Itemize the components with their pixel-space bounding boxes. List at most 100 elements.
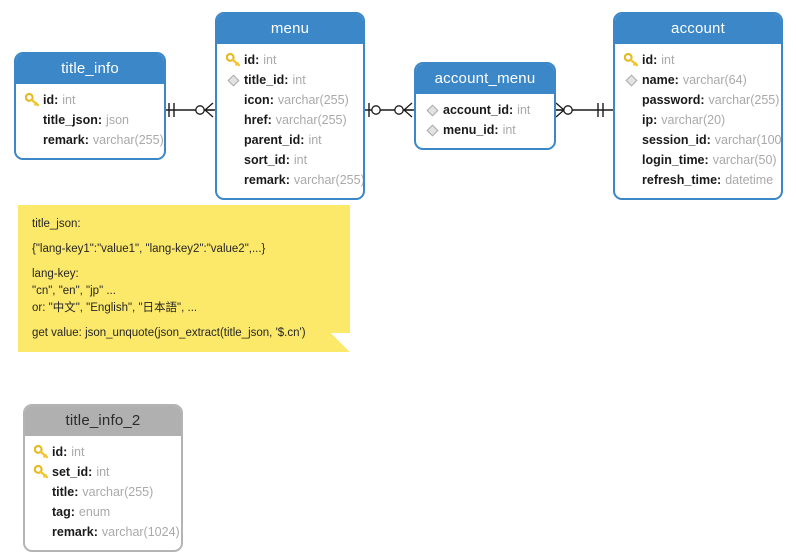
entity-account_menu[interactable]: account_menu account_id: int menu_id: in…	[414, 62, 556, 150]
field-row[interactable]: account_id: int	[416, 100, 554, 120]
field-type: varchar(50)	[712, 153, 777, 167]
entity-title_info[interactable]: title_info id: int title_json: json rema…	[14, 52, 166, 160]
no-key-icon	[24, 112, 41, 128]
field-name: account_id	[443, 103, 509, 117]
field-name: remark	[52, 525, 94, 539]
field-name: ip	[642, 113, 654, 127]
field-row[interactable]: password: varchar(255)	[615, 90, 781, 110]
relationship-menu-account_menu	[364, 102, 420, 118]
entity-account[interactable]: account id: int name: varchar(64)	[613, 12, 783, 200]
field-colon: :	[63, 445, 68, 459]
field-row[interactable]: remark: varchar(255)	[16, 130, 164, 150]
field-colon: :	[494, 123, 499, 137]
note-line: "cn", "en", "jp" ...	[32, 285, 116, 297]
field-row[interactable]: id: int	[16, 90, 164, 110]
entity-title_info_2-header: title_info_2	[25, 406, 181, 436]
no-key-icon	[24, 132, 41, 148]
field-type: int	[517, 103, 531, 117]
no-key-icon	[225, 92, 242, 108]
field-name: id	[244, 53, 256, 67]
no-key-icon	[623, 152, 640, 168]
field-colon: :	[509, 103, 514, 117]
field-name: id	[43, 93, 55, 107]
field-row[interactable]: tag: enum	[25, 502, 181, 522]
field-row[interactable]: icon: varchar(255)	[217, 90, 363, 110]
field-colon: :	[653, 113, 658, 127]
field-row[interactable]: title_id: int	[217, 70, 363, 90]
field-row[interactable]: sort_id: int	[217, 150, 363, 170]
field-name: title_id	[244, 73, 285, 87]
field-row[interactable]: href: varchar(255)	[217, 110, 363, 130]
entity-title_info-fields: id: int title_json: json remark: varchar…	[16, 84, 164, 158]
field-colon: :	[284, 73, 289, 87]
field-colon: :	[84, 133, 89, 147]
field-type: int	[661, 53, 675, 67]
field-row[interactable]: id: int	[217, 50, 363, 70]
relationship-account_menu-account	[554, 102, 614, 118]
field-colon: :	[706, 133, 711, 147]
field-type: int	[293, 153, 308, 167]
field-row[interactable]: title_json: json	[16, 110, 164, 130]
field-name: menu_id	[443, 123, 495, 137]
field-type: varchar(64)	[682, 73, 747, 87]
field-colon: :	[54, 93, 59, 107]
field-name: remark	[244, 173, 286, 187]
field-row[interactable]: id: int	[615, 50, 781, 70]
field-type: varchar(255)	[92, 133, 164, 147]
entity-account-header: account	[615, 14, 781, 44]
note-line: lang-key:	[32, 268, 79, 280]
field-type: int	[62, 93, 76, 107]
field-row[interactable]: ip: varchar(20)	[615, 110, 781, 130]
field-row[interactable]: id: int	[25, 442, 181, 462]
field-row[interactable]: login_time: varchar(50)	[615, 150, 781, 170]
note-title_json[interactable]: title_json: {"lang-key1":"value1", "lang…	[18, 205, 350, 352]
field-type: varchar(100)	[714, 133, 783, 147]
field-name: password	[642, 93, 701, 107]
field-row[interactable]: menu_id: int	[416, 120, 554, 140]
primary-key-icon	[225, 52, 242, 68]
primary-key-icon	[24, 92, 41, 108]
field-colon: :	[700, 93, 705, 107]
entity-title_info_2[interactable]: title_info_2 id: int set_id:	[23, 404, 183, 552]
field-colon: :	[674, 73, 679, 87]
field-name: title_json	[43, 113, 98, 127]
field-type: json	[106, 113, 129, 127]
field-type: int	[96, 465, 110, 479]
no-key-icon	[225, 152, 242, 168]
field-row[interactable]: name: varchar(64)	[615, 70, 781, 90]
field-row[interactable]: parent_id: int	[217, 130, 363, 150]
field-name: icon	[244, 93, 270, 107]
entity-menu-fields: id: int title_id: int icon: varchar(255)…	[217, 44, 363, 198]
field-type: datetime	[725, 173, 774, 187]
field-type: varchar(255)	[82, 485, 154, 499]
field-type: varchar(255)	[708, 93, 780, 107]
field-type: varchar(255)	[275, 113, 347, 127]
field-colon: :	[88, 465, 93, 479]
field-colon: :	[704, 153, 709, 167]
field-row[interactable]: remark: varchar(255)	[217, 170, 363, 190]
entity-title_info_2-fields: id: int set_id: int title: varchar(255) …	[25, 436, 181, 550]
note-line: get value: json_unquote(json_extract(tit…	[32, 327, 306, 339]
field-colon: :	[300, 133, 305, 147]
primary-key-icon	[33, 444, 50, 460]
field-row[interactable]: refresh_time: datetime	[615, 170, 781, 190]
no-key-icon	[225, 172, 242, 188]
field-name: sort_id	[244, 153, 286, 167]
field-row[interactable]: set_id: int	[25, 462, 181, 482]
field-name: href	[244, 113, 268, 127]
field-colon: :	[255, 53, 260, 67]
field-type: varchar(255)	[293, 173, 365, 187]
field-type: int	[263, 53, 277, 67]
field-name: id	[642, 53, 654, 67]
entity-menu[interactable]: menu id: int title_id: int	[215, 12, 365, 200]
note-line: title_json:	[32, 218, 81, 230]
foreign-key-diamond-icon	[424, 102, 441, 118]
field-colon: :	[267, 113, 272, 127]
field-row[interactable]: remark: varchar(1024)	[25, 522, 181, 542]
no-key-icon	[623, 112, 640, 128]
field-type: int	[292, 73, 306, 87]
field-row[interactable]: title: varchar(255)	[25, 482, 181, 502]
field-name: parent_id	[244, 133, 301, 147]
field-colon: :	[269, 93, 274, 107]
field-row[interactable]: session_id: varchar(100)	[615, 130, 781, 150]
